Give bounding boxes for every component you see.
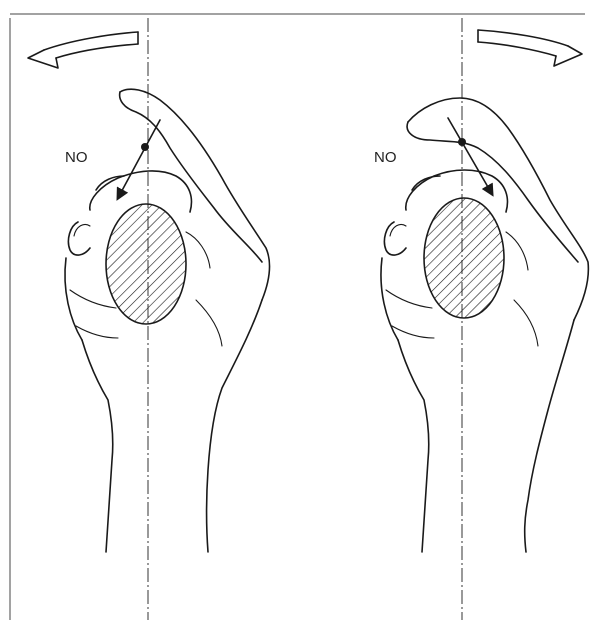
right-no-label: NO xyxy=(374,149,397,166)
left-panel: NO xyxy=(28,18,269,620)
left-no-label: NO xyxy=(65,149,88,166)
right-hand-outline xyxy=(381,98,588,552)
left-hand-outline xyxy=(65,89,270,552)
curved-arrow-left-icon xyxy=(28,32,138,68)
frame xyxy=(10,14,585,620)
right-panel: NO xyxy=(374,18,588,620)
right-gripped-object xyxy=(424,198,504,318)
right-force-arrow xyxy=(448,118,492,194)
curved-arrow-right-icon xyxy=(478,30,582,66)
left-force-arrow xyxy=(118,120,160,198)
left-gripped-object xyxy=(106,204,186,324)
